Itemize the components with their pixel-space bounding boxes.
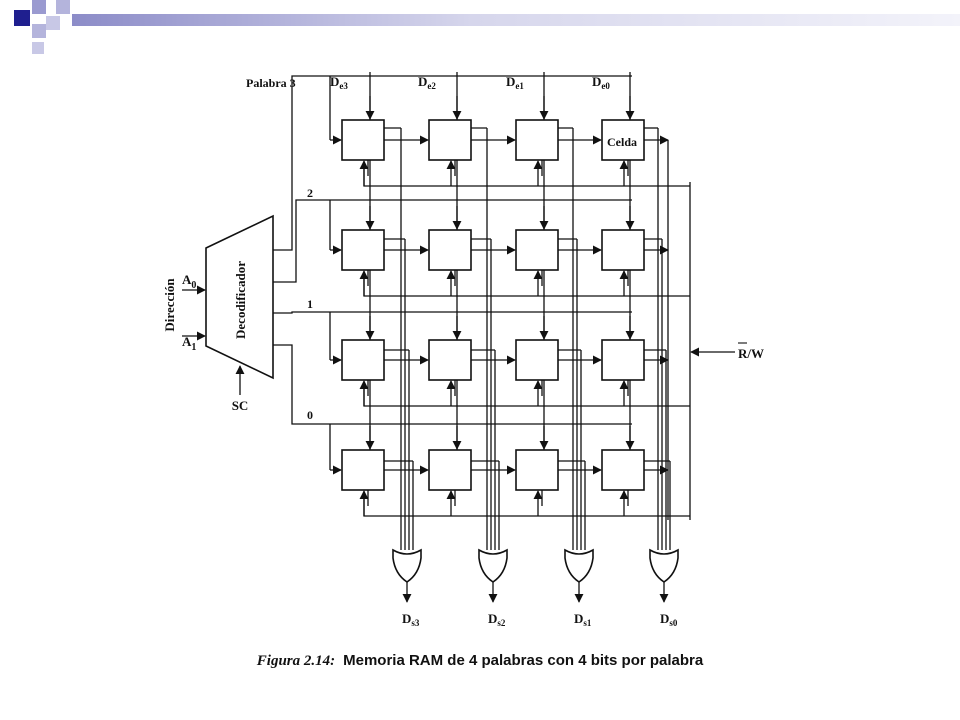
cell-label: Celda xyxy=(607,135,637,149)
memory-cell xyxy=(601,229,645,271)
rw-label: R/W xyxy=(738,346,764,361)
caption-label: Figura 2.14: xyxy=(256,653,336,669)
memory-cell xyxy=(341,449,385,491)
word-line xyxy=(273,199,632,283)
memory-cell xyxy=(341,119,385,161)
memory-cell xyxy=(341,229,385,271)
data-in-label-2: De2 xyxy=(418,74,436,91)
wiring xyxy=(273,72,691,550)
slide-decoration xyxy=(14,0,960,54)
data-out-label-1: Ds1 xyxy=(574,611,592,628)
or-gates xyxy=(392,548,679,603)
deco-square-light-5 xyxy=(32,42,44,54)
or-gate xyxy=(478,548,508,583)
memory-cell xyxy=(428,339,472,381)
word-line xyxy=(273,75,632,251)
or-gate xyxy=(649,548,679,583)
memory-cell xyxy=(341,339,385,381)
memory-cell xyxy=(428,119,472,161)
word-label-1: 1 xyxy=(307,297,313,311)
address-a1-label: A1 xyxy=(182,334,196,353)
memory-cell xyxy=(515,449,559,491)
memory-cell xyxy=(515,339,559,381)
memory-cell xyxy=(601,119,645,161)
word-label-2: 2 xyxy=(307,186,313,200)
deco-gradient-bar xyxy=(72,14,960,26)
data-in-label-3: De3 xyxy=(330,74,348,91)
row-bus xyxy=(363,278,690,297)
memory-cell xyxy=(428,449,472,491)
data-in-label-1: De1 xyxy=(506,74,524,91)
memory-cell xyxy=(515,229,559,271)
data-out-label-2: Ds2 xyxy=(488,611,506,628)
deco-square-light-3 xyxy=(32,24,46,38)
caption-text: Memoria RAM de 4 palabras con 4 bits por… xyxy=(343,652,704,669)
data-out-label-3: Ds3 xyxy=(402,611,420,628)
deco-square-dark xyxy=(14,10,30,26)
word-line xyxy=(273,344,632,425)
deco-square-light-4 xyxy=(46,16,60,30)
or-gate xyxy=(392,548,422,583)
memory-cell xyxy=(515,119,559,161)
row-bus xyxy=(363,168,690,187)
data-out-label-0: Ds0 xyxy=(660,611,678,628)
select-label: SC xyxy=(232,398,249,413)
decoder-label: Decodificador xyxy=(233,261,248,339)
address-a0-label: A0 xyxy=(182,272,196,291)
or-gate xyxy=(564,548,594,583)
deco-square-light-1 xyxy=(32,0,46,14)
memory-cell xyxy=(601,339,645,381)
memory-cell xyxy=(428,229,472,271)
data-in-label-0: De0 xyxy=(592,74,610,91)
decoder-block xyxy=(205,214,274,380)
row-bus xyxy=(363,388,690,407)
cell-grid xyxy=(341,119,645,491)
figure-caption: Figura 2.14: Memoria RAM de 4 palabras co… xyxy=(0,652,960,670)
word-label-0: 0 xyxy=(307,408,313,422)
word-line xyxy=(273,311,632,314)
word-label-3: Palabra 3 xyxy=(246,76,296,90)
deco-square-light-2 xyxy=(56,0,70,14)
memory-cell xyxy=(601,449,645,491)
address-label: Dirección xyxy=(162,278,177,332)
